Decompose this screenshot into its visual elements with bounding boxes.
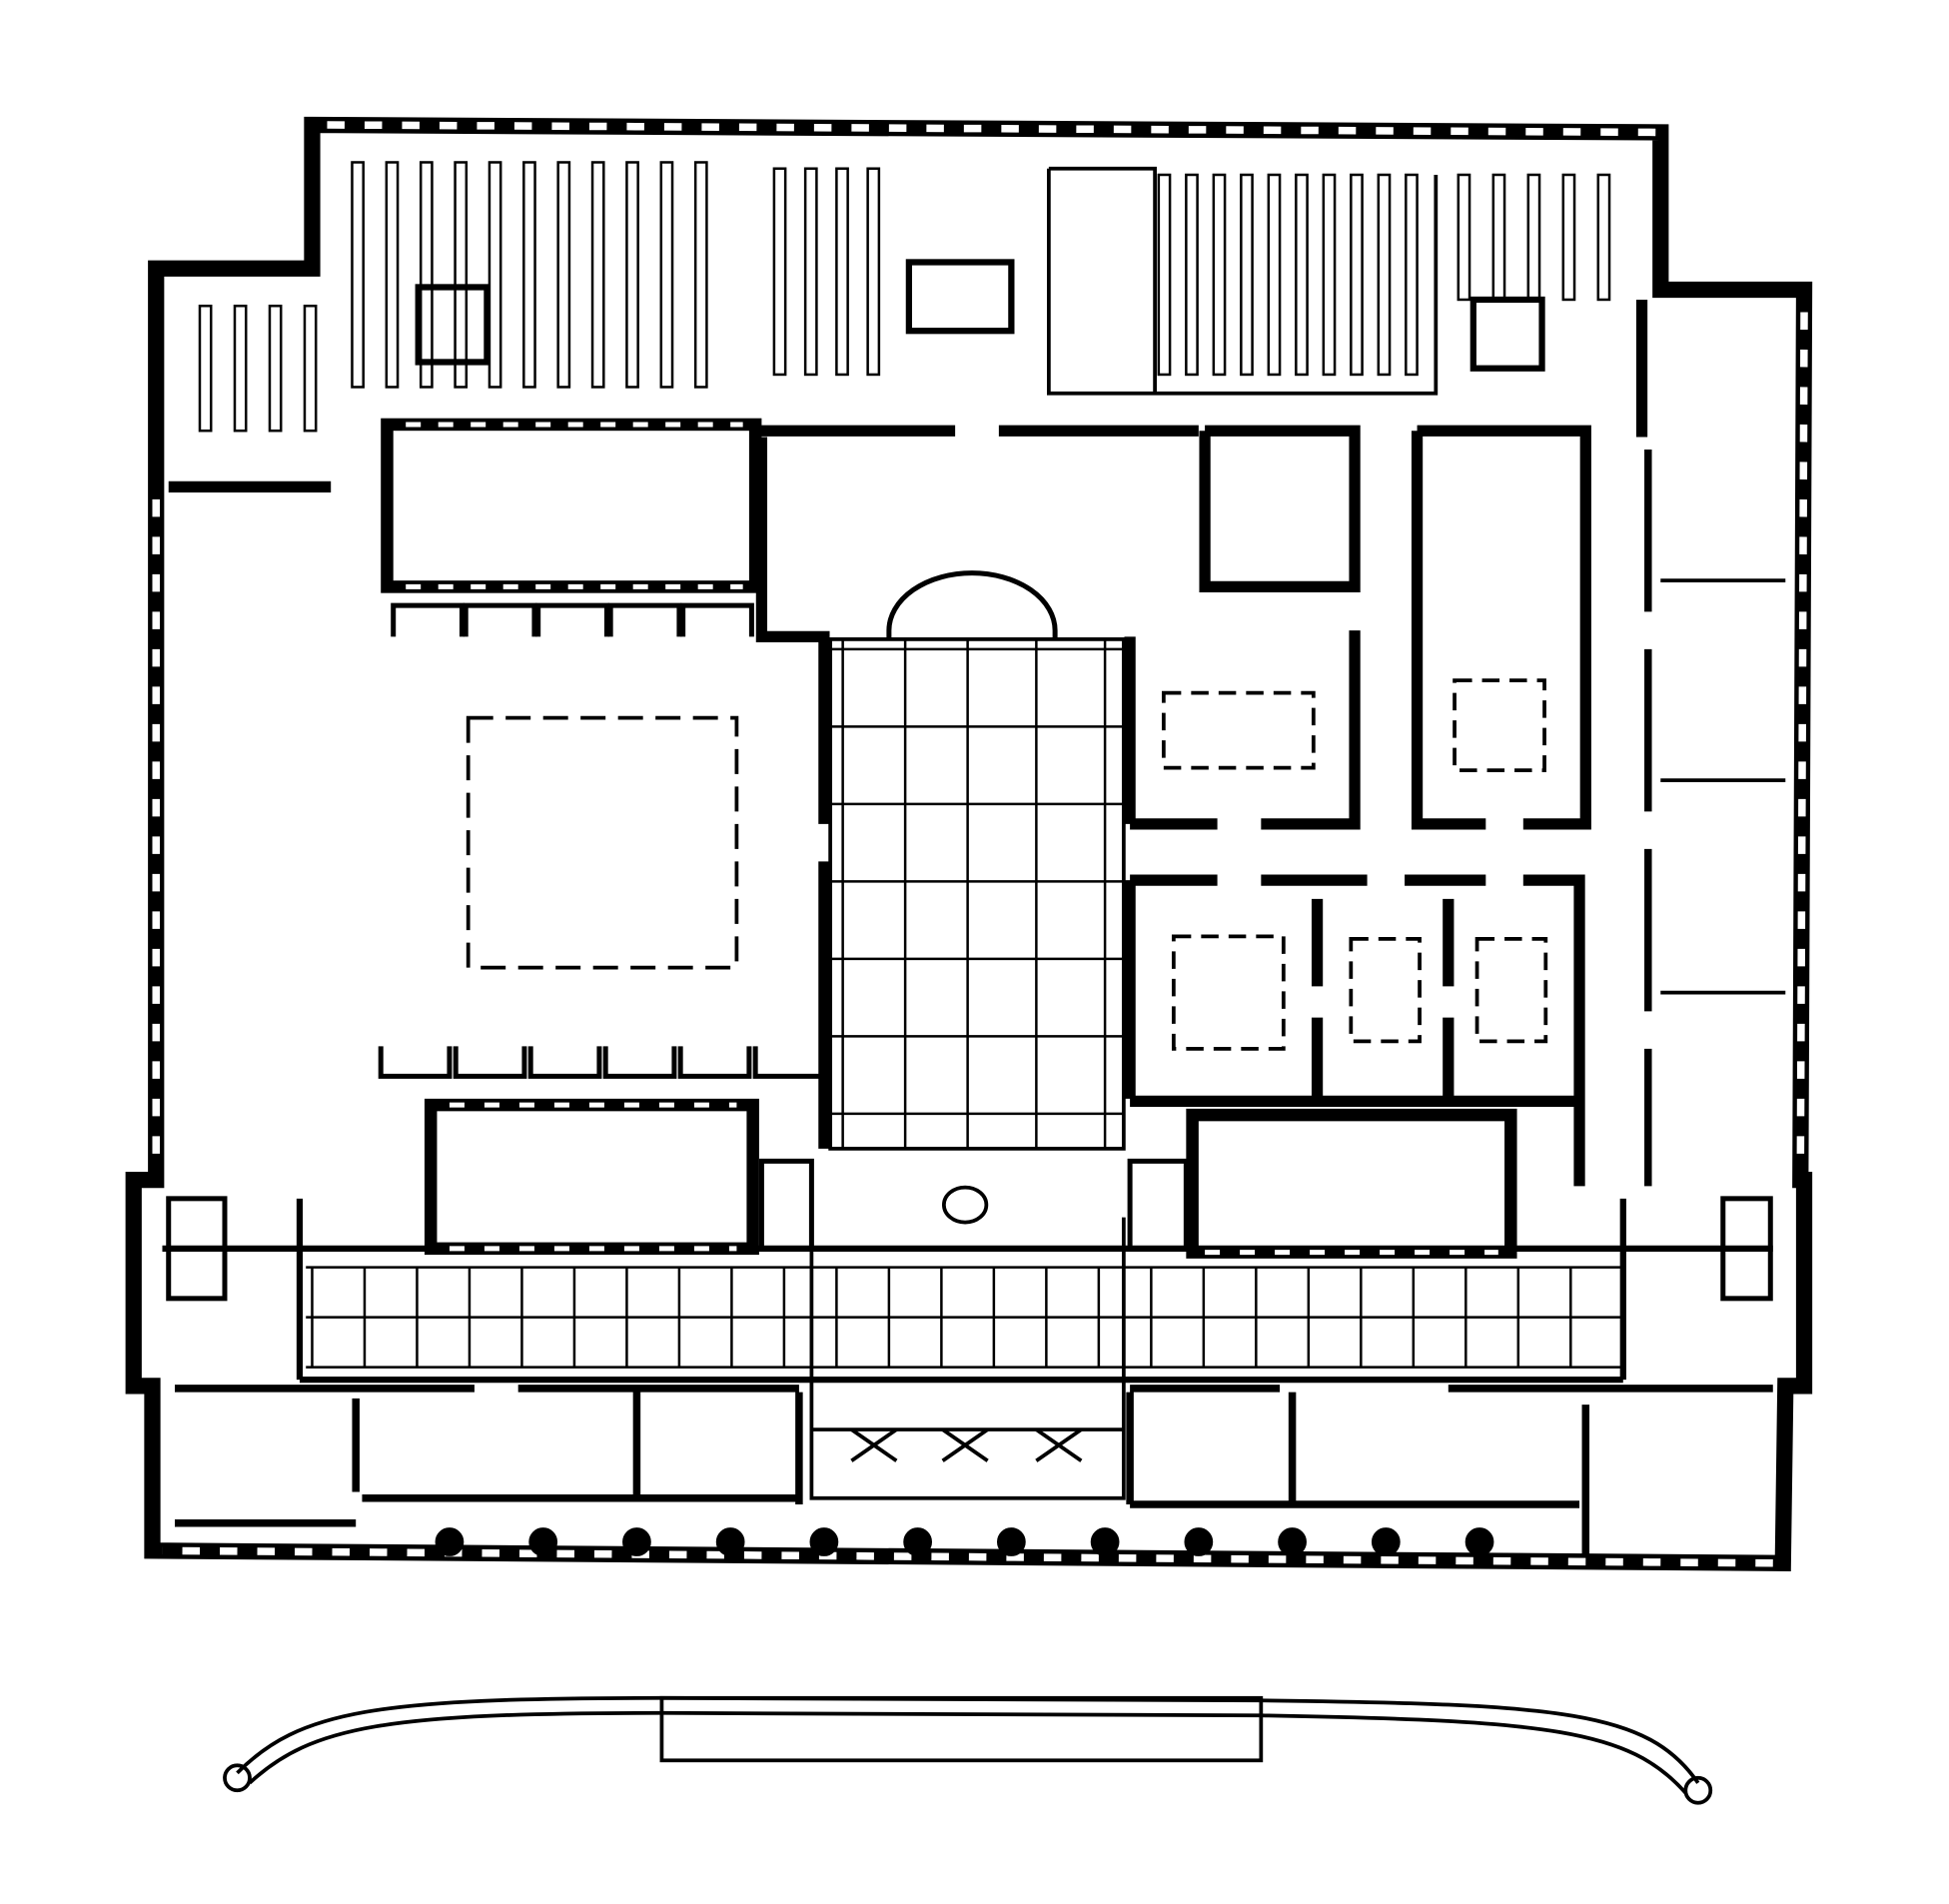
bookshelf (454, 161, 469, 389)
front-rooms-walls (174, 1385, 1773, 1555)
arcade-bay (378, 1046, 453, 1079)
arcade-bay (535, 602, 609, 637)
reading-room-lower-right (1186, 1108, 1517, 1259)
reading-room-upper-left (381, 418, 762, 593)
bookshelf (419, 161, 434, 389)
bookshelf (1526, 173, 1541, 302)
window-row (449, 1102, 737, 1252)
skylight-outline (1171, 934, 1286, 1051)
staircase (1469, 296, 1545, 372)
column (715, 1527, 745, 1556)
central-fountain (942, 1185, 989, 1225)
revolving-door (1035, 1428, 1083, 1462)
partition-walls (168, 299, 1648, 1187)
arcade-bay (752, 1046, 827, 1079)
staircase (758, 1158, 814, 1252)
bookshelf (590, 161, 605, 389)
arcade-bay (602, 1046, 677, 1079)
bookshelf (198, 304, 213, 433)
bookshelf (1596, 173, 1611, 302)
column (1184, 1527, 1214, 1556)
arcade-bay (677, 1046, 752, 1079)
staircase (1720, 1196, 1773, 1302)
bookshelf (303, 304, 318, 433)
bookshelf (1295, 173, 1309, 377)
bookshelf (772, 167, 787, 377)
apse (886, 570, 1058, 639)
central-nave (828, 637, 1126, 1151)
arcade-bay (527, 1046, 602, 1079)
terrace-end-right (1683, 1775, 1713, 1805)
column (996, 1527, 1026, 1556)
outer-wall-windows (152, 121, 1808, 1567)
column (809, 1527, 839, 1556)
bookshelf (803, 167, 818, 377)
staircase (166, 1196, 228, 1302)
outer-wall (125, 116, 1813, 1571)
reading-room-lower-left (424, 1098, 759, 1256)
stack-hall (1046, 166, 1439, 396)
arcade-bay (453, 1046, 527, 1079)
bookshelf (1185, 173, 1199, 377)
window-row (406, 422, 743, 589)
column (1278, 1527, 1307, 1556)
skylight-outline (1474, 937, 1548, 1044)
bookshelf (556, 161, 571, 389)
arcade-bay (680, 602, 754, 637)
terrace-steps (659, 1695, 1264, 1763)
column (1090, 1527, 1120, 1556)
bookshelf (1491, 173, 1506, 302)
courtyard-outline (466, 715, 739, 970)
arcade-bay (463, 602, 537, 637)
terrace-ramp (236, 1695, 1700, 1795)
column (1371, 1527, 1401, 1556)
staircase (905, 259, 1015, 335)
revolving-door (941, 1428, 989, 1462)
column (622, 1527, 651, 1556)
bookshelf (385, 161, 400, 389)
bookshelf (1561, 173, 1576, 302)
bookshelf (1457, 173, 1471, 302)
bookshelf (659, 161, 674, 389)
bookshelf (487, 161, 502, 389)
right-office-walls (1660, 578, 1786, 995)
bookshelf (866, 167, 881, 377)
bookshelf (268, 304, 283, 433)
bookshelf (1240, 173, 1254, 377)
bookshelf (1405, 173, 1419, 377)
arcade-bay (607, 602, 682, 637)
staircase (415, 284, 490, 366)
column (528, 1527, 558, 1556)
entrance-hall (809, 1217, 1126, 1500)
bookshelf (835, 167, 849, 377)
bookshelf (1350, 173, 1364, 377)
column (435, 1527, 465, 1556)
bookshelf (1377, 173, 1392, 377)
bookshelf (1212, 173, 1227, 377)
bookshelf (1157, 173, 1172, 377)
central-gallery-wall (162, 1198, 1773, 1384)
bookshelf (1267, 173, 1282, 377)
skylight-outline (1453, 678, 1546, 773)
revolving-door (850, 1428, 898, 1462)
column (903, 1527, 933, 1556)
bookshelf (233, 304, 248, 433)
bookshelf (351, 161, 365, 389)
staircase (1127, 1158, 1189, 1252)
bookshelf (522, 161, 536, 389)
arcade-bay (391, 602, 465, 637)
skylight-outline (1161, 690, 1316, 770)
bookshelf (1322, 173, 1337, 377)
skylight-outline (1349, 937, 1422, 1044)
bookshelf (693, 161, 708, 389)
column (1464, 1527, 1494, 1556)
bookshelf (625, 161, 639, 389)
terrace-end-left (223, 1763, 252, 1793)
